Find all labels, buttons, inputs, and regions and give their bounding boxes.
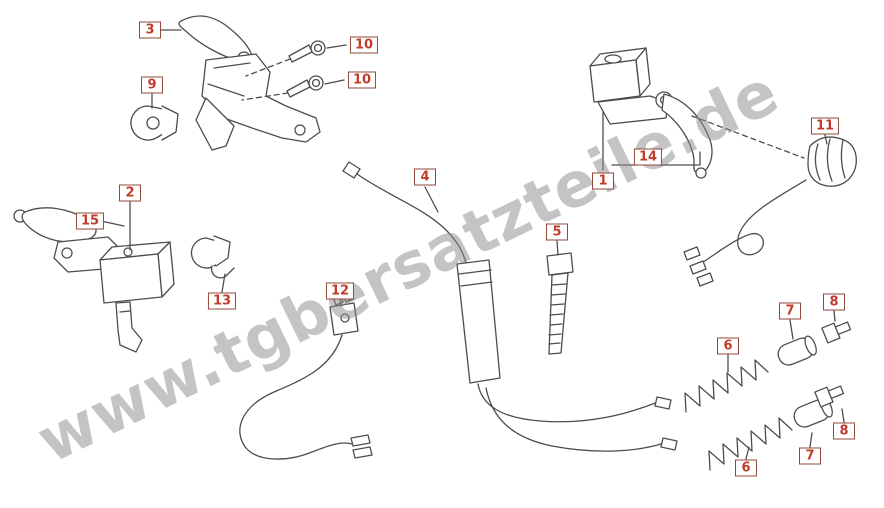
left-front-master-cylinder-assembly xyxy=(130,15,326,151)
part-callout-10-a[interactable]: 10 xyxy=(349,36,379,54)
part-callout-12[interactable]: 12 xyxy=(325,282,355,300)
part-callout-1[interactable]: 1 xyxy=(592,172,614,190)
bolt-icon xyxy=(821,321,852,344)
brake-lever-icon xyxy=(661,93,713,175)
part-callout-13[interactable]: 13 xyxy=(207,292,237,310)
clamp-icon xyxy=(130,105,179,141)
clamp-icon xyxy=(190,235,235,279)
part-callout-4[interactable]: 4 xyxy=(414,168,436,186)
bolt-icon xyxy=(286,75,324,98)
pin-icon xyxy=(777,335,817,366)
part-callout-2[interactable]: 2 xyxy=(119,184,141,202)
part-callout-14[interactable]: 14 xyxy=(633,148,663,166)
spring-icon xyxy=(684,359,769,413)
part-callout-8-b[interactable]: 8 xyxy=(833,422,855,440)
part-callout-15[interactable]: 15 xyxy=(75,212,105,230)
throttle-cable-icon xyxy=(342,161,678,452)
rear-master-cylinder-assembly xyxy=(13,207,235,353)
leader-lines xyxy=(100,29,845,460)
ribbed-blade-icon xyxy=(546,252,574,355)
part-callout-6-a[interactable]: 6 xyxy=(717,337,739,355)
part-callout-6-b[interactable]: 6 xyxy=(735,459,757,477)
part-callout-9[interactable]: 9 xyxy=(141,76,163,94)
part-callout-7-a[interactable]: 7 xyxy=(779,302,801,320)
part-callout-8-a[interactable]: 8 xyxy=(823,293,845,311)
part-callout-10-b[interactable]: 10 xyxy=(347,71,377,89)
part-callout-5[interactable]: 5 xyxy=(546,223,568,241)
spring-pin-bolt-set xyxy=(684,321,852,471)
part-callout-7-b[interactable]: 7 xyxy=(799,447,821,465)
right-front-master-cylinder-assembly xyxy=(589,47,805,179)
bolt-icon xyxy=(288,40,326,63)
switch-housing-icon xyxy=(683,136,857,287)
part-callout-11[interactable]: 11 xyxy=(810,117,840,135)
part-callout-3[interactable]: 3 xyxy=(139,21,161,39)
brake-switch-wire-icon xyxy=(239,290,373,460)
